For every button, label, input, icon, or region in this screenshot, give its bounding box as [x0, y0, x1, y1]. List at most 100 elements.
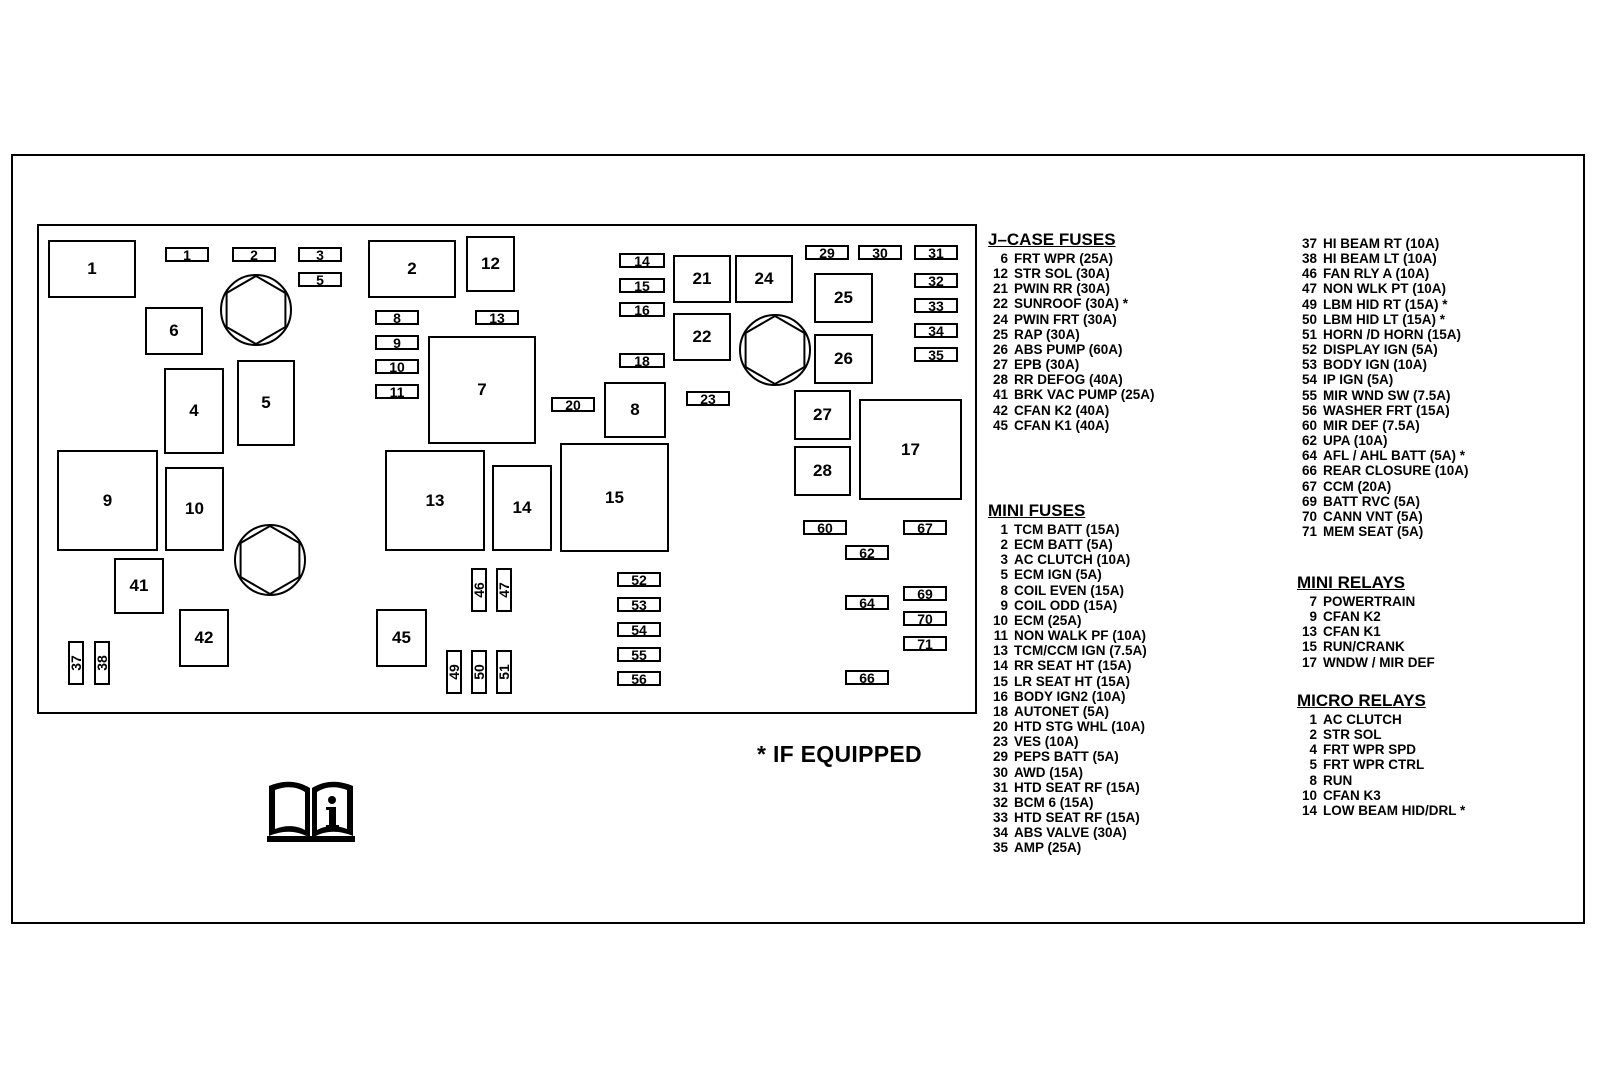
legend-row: 54 IP IGN (5A): [1297, 372, 1469, 387]
relay-42: 42: [179, 609, 229, 667]
fuse-23: 23: [686, 391, 730, 407]
legend-number: 12: [992, 266, 1008, 282]
legend-number: 21: [992, 281, 1008, 297]
legend-number: 8: [1000, 582, 1008, 598]
legend-text: CFAN K3: [1323, 787, 1381, 803]
legend-text: NON WALK PF (10A): [1014, 628, 1147, 644]
relay-7: 7: [428, 336, 536, 444]
hex-bolt-icon: [234, 524, 306, 596]
legend-text: AC CLUTCH: [1323, 712, 1402, 727]
fuse-10: 10: [375, 359, 419, 375]
legend-text: WASHER FRT (15A): [1323, 402, 1450, 418]
legend-number: 37: [1301, 236, 1317, 251]
legend-number: 71: [1301, 523, 1317, 539]
legend-text: AUTONET (5A): [1014, 703, 1110, 719]
legend-number: 4: [1309, 742, 1317, 758]
legend-row: 37 HI BEAM RT (10A): [1297, 236, 1469, 251]
fuse-54: 54: [617, 622, 661, 638]
legend-number: 1: [1309, 712, 1317, 727]
relay-4: 4: [164, 368, 224, 454]
legend-text: ECM IGN (5A): [1014, 567, 1102, 583]
legend-number: 34: [992, 825, 1008, 841]
legend-number: 64: [1301, 448, 1317, 464]
legend-text: EPB (30A): [1014, 357, 1080, 373]
legend-number: 28: [992, 372, 1008, 388]
fuse-49: 49: [446, 650, 462, 694]
fuse-70: 70: [903, 611, 947, 627]
legend-text: HTD SEAT RF (15A): [1014, 809, 1140, 825]
hex-bolt-icon: [220, 274, 292, 346]
legend-text: FRT WPR (25A): [1014, 251, 1113, 266]
fuse-64: 64: [845, 595, 889, 611]
fuse-18: 18: [619, 353, 665, 369]
legend-text: MIR WND SW (7.5A): [1323, 387, 1451, 403]
diagram-frame: [11, 154, 1585, 924]
legend-text: STR SOL: [1323, 727, 1382, 743]
legend-text: PWIN RR (30A): [1014, 281, 1111, 297]
legend-number: 41: [992, 387, 1008, 403]
legend-text: TCM/CCM IGN (7.5A): [1014, 643, 1147, 659]
relay-27: 27: [794, 390, 851, 440]
legend-number: 45: [992, 417, 1008, 433]
legend-number: 35: [992, 840, 1008, 856]
legend-number: 2: [1000, 537, 1008, 553]
legend-number: 9: [1309, 609, 1317, 625]
legend-text: RAP (30A): [1014, 326, 1080, 342]
legend-text: FRT WPR SPD: [1323, 742, 1416, 758]
fuse-60: 60: [803, 520, 847, 536]
legend-number: 14: [992, 658, 1008, 674]
legend-text: PEPS BATT (5A): [1014, 749, 1119, 765]
legend-text: LOW BEAM HID/DRL *: [1323, 802, 1466, 818]
fuse-46: 46: [471, 568, 487, 612]
fuse-16: 16: [619, 302, 665, 318]
legend-text: IP IGN (5A): [1323, 372, 1394, 388]
legend-number: 13: [992, 643, 1008, 659]
fuse-53: 53: [617, 597, 661, 613]
if-equipped-note: * IF EQUIPPED: [757, 741, 922, 767]
relay-15: 15: [560, 443, 669, 552]
hex-bolt-icon: [739, 314, 811, 386]
legend-number: 23: [992, 734, 1008, 750]
fuse-38: 38: [94, 641, 110, 685]
legend-number: 17: [1301, 654, 1317, 670]
fuse-55: 55: [617, 647, 661, 663]
legend-text: ECM BATT (5A): [1014, 537, 1113, 553]
legend-text: MIR DEF (7.5A): [1323, 417, 1420, 433]
legend-number: 30: [992, 764, 1008, 780]
legend-title: MINI RELAYS: [1297, 573, 1406, 592]
relay-9: 9: [57, 450, 158, 551]
legend-number: 69: [1301, 493, 1317, 509]
legend-number: 33: [992, 809, 1008, 825]
legend-number: 16: [992, 688, 1008, 704]
legend-number: 54: [1301, 372, 1317, 388]
fuse-30: 30: [858, 245, 902, 261]
legend-number: 56: [1301, 402, 1317, 418]
fuse-15: 15: [619, 278, 665, 294]
legend-text: HI BEAM RT (10A): [1323, 236, 1440, 251]
legend-number: 5: [1309, 757, 1317, 773]
legend-text: WNDW / MIR DEF: [1323, 654, 1435, 670]
legend-text: RUN/CRANK: [1323, 639, 1405, 655]
relay-41: 41: [114, 558, 164, 614]
legend-title: MINI FUSES: [988, 501, 1086, 520]
legend-number: 13: [1301, 624, 1317, 640]
